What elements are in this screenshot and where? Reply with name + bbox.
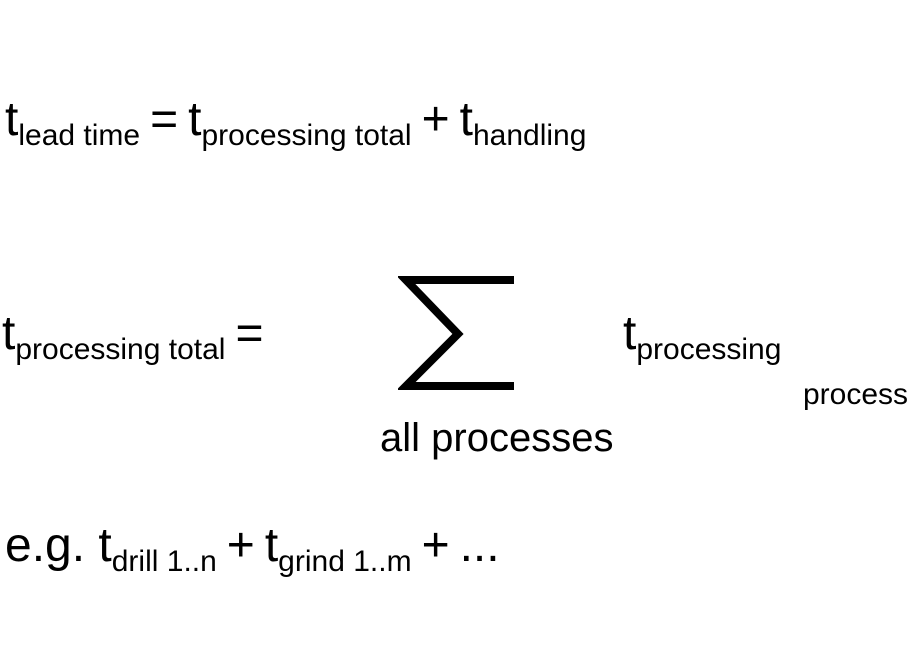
example-prefix: e.g. — [5, 519, 86, 572]
processing-term: tprocessing — [623, 307, 782, 366]
handling-subscript: handling — [472, 119, 587, 152]
plus-sign: + — [421, 519, 450, 572]
processing-total-subscript: processing total — [201, 119, 412, 152]
grind-subscript: grind 1..m — [278, 545, 412, 578]
drill-subscript: drill 1..n — [111, 545, 217, 578]
processing-total-subscript: processing total — [15, 333, 226, 366]
plus-sign: + — [421, 93, 450, 146]
lead-time-subscript: lead time — [18, 119, 141, 152]
example-equation: e.g. tdrill 1..n+tgrind 1..m+... — [5, 519, 500, 578]
ellipsis: ... — [459, 519, 500, 572]
plus-sign: + — [226, 519, 255, 572]
equals-sign: = — [235, 307, 264, 360]
summation-sigma-icon — [398, 276, 514, 390]
grind-term: tgrind 1..m — [264, 519, 412, 578]
processing-total-equation-lhs: tprocessing total= — [2, 307, 274, 365]
processing-total-term: tprocessing total — [188, 93, 412, 152]
lead-time-equation: tlead time=tprocessing total+thandling — [5, 93, 587, 152]
summation-range-label: all processes — [380, 416, 614, 460]
equals-sign: = — [150, 93, 179, 146]
drill-term: tdrill 1..n — [98, 519, 217, 578]
lead-time-symbol: tlead time — [5, 93, 141, 152]
processing-subscript: processing — [636, 333, 782, 366]
handling-term: thandling — [459, 93, 587, 152]
process-subscript: process — [803, 378, 909, 411]
